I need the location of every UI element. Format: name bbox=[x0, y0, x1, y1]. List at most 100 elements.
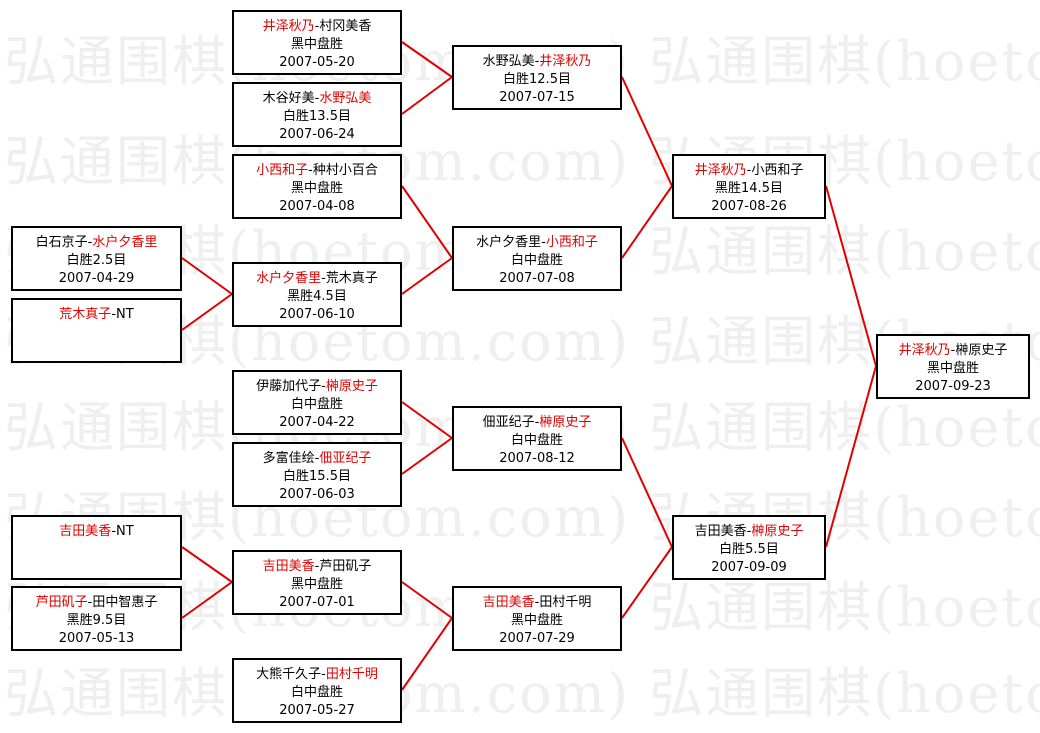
match-box-r2e: 伊藤加代子-榊原史子 白中盘胜 2007-04-22 bbox=[232, 370, 402, 435]
connector-line bbox=[401, 257, 453, 295]
match-date: 2007-04-08 bbox=[279, 199, 355, 214]
separator: - bbox=[314, 91, 320, 106]
match-result: 黑中盘胜 bbox=[926, 361, 979, 376]
player-1: 大熊千久子 bbox=[256, 667, 322, 682]
connector-line bbox=[401, 401, 453, 439]
separator: - bbox=[111, 524, 117, 539]
player-1: 木谷好美 bbox=[262, 91, 315, 106]
match-date: 2007-07-08 bbox=[499, 271, 575, 286]
connector-line bbox=[621, 76, 673, 187]
match-players: 小西和子-种村小百合 bbox=[234, 162, 400, 180]
match-box-r3a: 水野弘美-井泽秋乃 白胜12.5目 2007-07-15 bbox=[452, 45, 622, 110]
match-box-r2c: 小西和子-种村小百合 黑中盘胜 2007-04-08 bbox=[232, 154, 402, 219]
player-2-winner: 榊原史子 bbox=[325, 379, 378, 394]
player-1: 吉田美香 bbox=[694, 524, 747, 539]
match-players: 水户夕香里-小西和子 bbox=[454, 234, 620, 252]
match-result: 黑中盘胜 bbox=[290, 37, 343, 52]
player-1-winner: 井泽秋乃 bbox=[898, 343, 951, 358]
match-players: 芦田矶子-田中智惠子 bbox=[13, 594, 180, 612]
player-2-winner: 榊原史子 bbox=[751, 524, 804, 539]
match-box-r3c: 佃亚纪子-榊原史子 白中盘胜 2007-08-12 bbox=[452, 406, 622, 471]
match-date: 2007-09-23 bbox=[915, 379, 991, 394]
player-2: NT bbox=[116, 524, 134, 539]
connector-line bbox=[181, 293, 233, 331]
match-box-r4a: 井泽秋乃-小西和子 黑胜14.5目 2007-08-26 bbox=[672, 154, 826, 219]
player-2: NT bbox=[116, 307, 134, 322]
match-result: 黑胜9.5目 bbox=[66, 613, 127, 628]
match-result: 白胜2.5目 bbox=[66, 253, 127, 268]
separator: - bbox=[534, 54, 540, 69]
player-2-winner: 小西和子 bbox=[545, 235, 598, 250]
player-2-winner: 水野弘美 bbox=[319, 91, 372, 106]
player-1: 佃亚纪子 bbox=[482, 415, 535, 430]
separator: - bbox=[111, 307, 117, 322]
match-result: 白胜13.5目 bbox=[283, 109, 351, 124]
match-box-r3d: 吉田美香-田村千明 黑中盘胜 2007-07-29 bbox=[452, 586, 622, 651]
match-date: 2007-06-10 bbox=[279, 307, 355, 322]
connector-line bbox=[401, 185, 453, 259]
player-1-winner: 吉田美香 bbox=[262, 559, 315, 574]
connector-line bbox=[181, 257, 233, 295]
match-result: 白胜15.5目 bbox=[283, 469, 351, 484]
match-players: 吉田美香-芦田矶子 bbox=[234, 558, 400, 576]
separator: - bbox=[534, 595, 540, 610]
player-1-winner: 吉田美香 bbox=[59, 524, 112, 539]
match-date: 2007-05-13 bbox=[58, 631, 135, 646]
match-players: 井泽秋乃-榊原史子 bbox=[878, 342, 1028, 360]
connector-line bbox=[825, 185, 877, 367]
connector-line bbox=[181, 546, 233, 583]
player-2-winner: 田村千明 bbox=[325, 667, 378, 682]
separator: - bbox=[314, 19, 320, 34]
player-2-winner: 井泽秋乃 bbox=[539, 54, 592, 69]
player-1-winner: 荒木真子 bbox=[59, 307, 112, 322]
separator: - bbox=[746, 163, 752, 178]
match-box-r2b: 木谷好美-水野弘美 白胜13.5目 2007-06-24 bbox=[232, 82, 402, 147]
connector-line bbox=[621, 437, 673, 548]
match-players: 吉田美香-田村千明 bbox=[454, 594, 620, 612]
connector-line bbox=[401, 617, 453, 691]
match-players: 多富佳绘-佃亚纪子 bbox=[234, 450, 400, 468]
player-1-winner: 井泽秋乃 bbox=[694, 163, 747, 178]
match-result: 黑胜4.5目 bbox=[287, 289, 347, 304]
match-result: 白中盘胜 bbox=[510, 253, 563, 268]
match-date: 2007-06-03 bbox=[279, 487, 355, 502]
player-2-winner: 水户夕香里 bbox=[92, 235, 158, 250]
match-date: 2007-07-15 bbox=[499, 90, 575, 105]
match-players: 伊藤加代子-榊原史子 bbox=[234, 378, 400, 396]
player-2: 田中智惠子 bbox=[92, 595, 158, 610]
match-result: 黑中盘胜 bbox=[510, 613, 563, 628]
player-1-winner: 芦田矶子 bbox=[35, 595, 88, 610]
match-players: 木谷好美-水野弘美 bbox=[234, 90, 400, 108]
connector-line bbox=[401, 581, 453, 619]
match-date: 2007-07-01 bbox=[279, 595, 355, 610]
match-result: 白胜5.5目 bbox=[719, 542, 779, 557]
player-1-winner: 小西和子 bbox=[256, 163, 309, 178]
connector-line bbox=[621, 546, 673, 619]
match-date: 2007-09-09 bbox=[711, 560, 787, 575]
match-result: 黑胜14.5目 bbox=[715, 181, 783, 196]
match-date: 2007-06-24 bbox=[279, 127, 355, 142]
separator: - bbox=[87, 595, 93, 610]
match-players: 大熊千久子-田村千明 bbox=[234, 666, 400, 684]
connector-line bbox=[401, 76, 453, 115]
match-box-r2g: 吉田美香-芦田矶子 黑中盘胜 2007-07-01 bbox=[232, 550, 402, 615]
match-players: 佃亚纪子-榊原史子 bbox=[454, 414, 620, 432]
player-1: 多富佳绘 bbox=[262, 451, 315, 466]
match-date: 2007-05-20 bbox=[279, 55, 355, 70]
match-date: 2007-08-12 bbox=[499, 451, 575, 466]
connector-line bbox=[621, 185, 673, 259]
match-box-final: 井泽秋乃-榊原史子 黑中盘胜 2007-09-23 bbox=[876, 334, 1030, 399]
separator: - bbox=[321, 667, 326, 682]
player-2: 小西和子 bbox=[751, 163, 804, 178]
separator: - bbox=[541, 235, 546, 250]
match-date: 2007-04-22 bbox=[279, 415, 355, 430]
player-2: 田村千明 bbox=[539, 595, 592, 610]
match-result: 白中盘胜 bbox=[290, 397, 343, 412]
match-players: 吉田美香-NT bbox=[13, 523, 180, 541]
player-2: 荒木真子 bbox=[325, 271, 378, 286]
separator: - bbox=[321, 379, 326, 394]
match-box-r3b: 水户夕香里-小西和子 白中盘胜 2007-07-08 bbox=[452, 226, 622, 291]
match-players: 水户夕香里-荒木真子 bbox=[234, 270, 400, 288]
match-result: 白中盘胜 bbox=[510, 433, 563, 448]
